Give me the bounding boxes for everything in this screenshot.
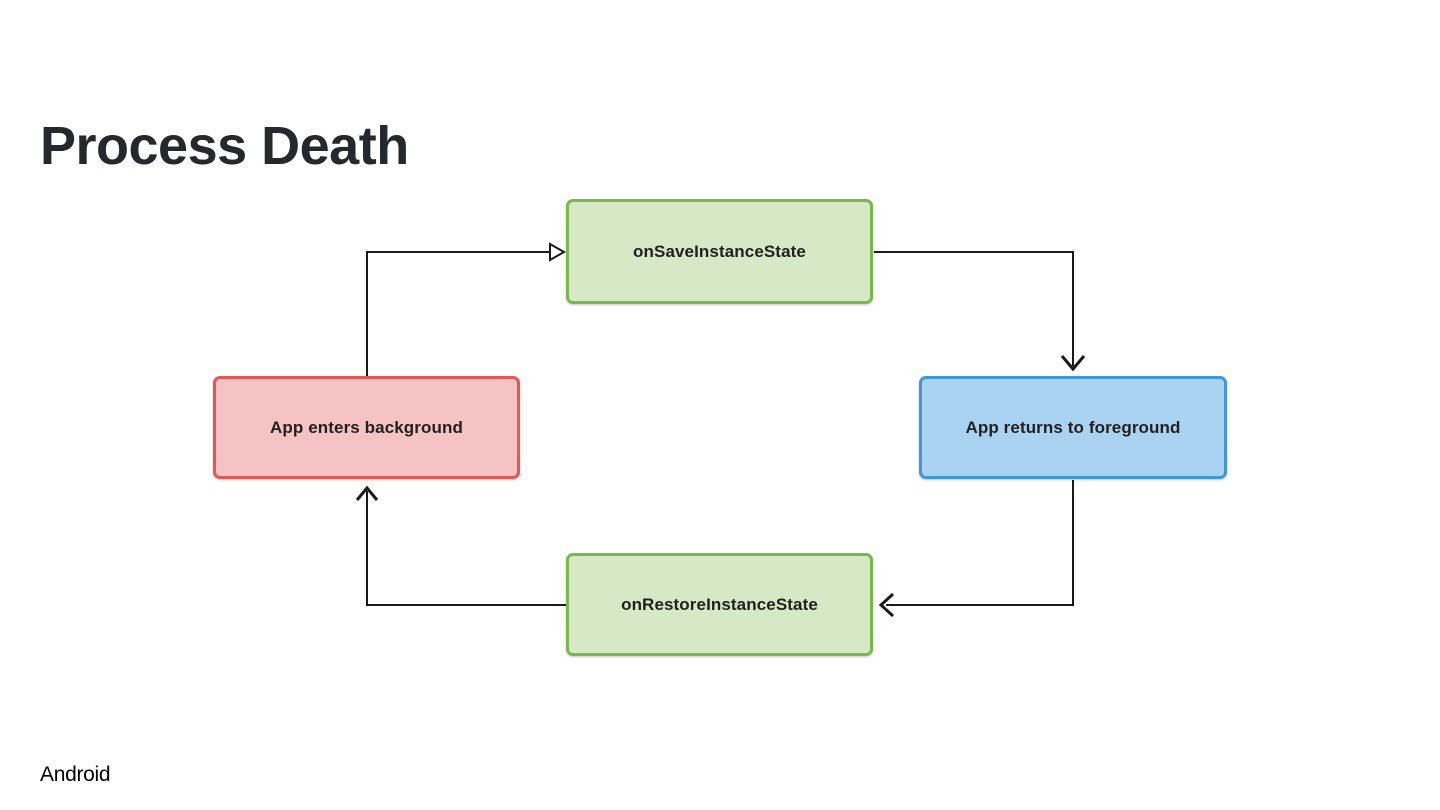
arrowhead-left-chevron-icon [878,592,895,618]
node-on-save-instance-state: onSaveInstanceState [566,199,873,304]
android-wordmark: Android [40,763,111,786]
arrow-background-to-save [366,251,550,376]
arrowhead-down-chevron-icon [1060,355,1086,372]
node-label: onSaveInstanceState [633,241,806,261]
node-app-returns-to-foreground: App returns to foreground [919,376,1227,479]
node-label: App returns to foreground [965,417,1181,437]
node-on-restore-instance-state: onRestoreInstanceState [566,553,873,656]
node-label: App enters background [270,417,463,437]
page-title: Process Death [40,116,409,177]
node-app-enters-background: App enters background [213,376,520,479]
arrow-foreground-to-restore [886,480,1074,606]
node-label: onRestoreInstanceState [621,594,818,614]
arrow-save-to-foreground [874,251,1074,366]
arrow-restore-to-background [366,491,566,606]
arrowhead-up-chevron-icon [355,485,379,501]
arrowhead-right-triangle-icon [549,242,567,262]
